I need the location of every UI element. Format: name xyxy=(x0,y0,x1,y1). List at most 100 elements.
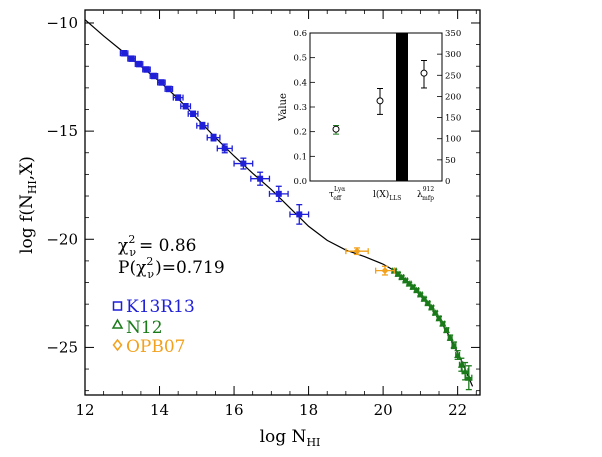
inset-category-sub: LLS xyxy=(389,195,401,202)
inset-left-tick-label: 0.2 xyxy=(293,128,307,138)
y-axis-label-tail: ,X) xyxy=(17,156,37,180)
data-point xyxy=(128,55,135,62)
inset-category-base: τ xyxy=(329,190,334,200)
data-point xyxy=(381,267,389,275)
legend-label-n12: N12 xyxy=(126,318,163,338)
data-series xyxy=(119,50,473,391)
y-tick-label: −20 xyxy=(46,230,78,248)
inset-category-label: λ912 mfp xyxy=(417,186,434,202)
data-point xyxy=(221,145,228,152)
data-point xyxy=(457,361,465,368)
data-point xyxy=(275,190,282,197)
x-tick-label: 12 xyxy=(75,401,94,419)
inset-right-tick-label: 0 xyxy=(445,177,450,187)
data-point xyxy=(257,175,264,182)
inset-y-label: Value xyxy=(278,93,289,122)
inset-left-tick-label: 0.6 xyxy=(293,29,307,39)
inset-left-axis: 0.00.10.20.30.40.50.6 xyxy=(293,29,315,187)
y-tick-label: −15 xyxy=(46,122,78,140)
x-tick-label: 22 xyxy=(448,401,467,419)
x-tick-label: 14 xyxy=(150,401,169,419)
y-axis-label: log f(NHI,X) xyxy=(17,156,39,254)
chi-sup: 2 xyxy=(128,233,135,246)
data-point xyxy=(442,326,450,334)
legend-marker-n12 xyxy=(111,318,124,329)
inset-plot-frame xyxy=(309,32,443,182)
inset-category-base: l(X) xyxy=(373,189,389,200)
inset-right-tick-label: 350 xyxy=(445,29,461,39)
legend-marker-k13r13 xyxy=(112,301,123,311)
p-chi-sup: 2 xyxy=(146,255,153,268)
p-chi-sub: ν xyxy=(147,268,154,281)
inset-left-tick-label: 0.4 xyxy=(293,78,307,88)
inset-category-base: λ xyxy=(417,190,423,200)
x-tick-label: 20 xyxy=(374,401,393,419)
legend-marker-opb07 xyxy=(112,338,123,352)
x-axis-label: log NHI xyxy=(260,427,321,449)
inset-plot: 0.00.10.20.30.40.50.6 050100150200250300… xyxy=(278,29,461,202)
data-point xyxy=(190,110,197,117)
data-point xyxy=(136,61,143,68)
p-prefix: P( xyxy=(118,258,136,278)
data-point xyxy=(143,66,150,73)
data-point xyxy=(353,247,361,255)
inset-left-tick-label: 0.3 xyxy=(293,103,307,113)
inset-point-1 xyxy=(376,88,384,115)
series-opb07 xyxy=(345,247,395,276)
p-close: ) xyxy=(155,258,162,278)
data-point xyxy=(446,334,454,341)
y-axis: −10 −15 −20 −25 xyxy=(46,14,480,392)
chi-symbol: χ xyxy=(118,236,128,256)
data-point xyxy=(121,50,128,57)
x-axis-label-sub: HI xyxy=(306,436,320,449)
data-point xyxy=(439,320,447,327)
data-point xyxy=(461,367,469,375)
inset-category-label: l(X)LLS xyxy=(373,189,401,202)
x-tick-label: 18 xyxy=(299,401,318,419)
inset-right-tick-label: 300 xyxy=(445,50,461,60)
data-point xyxy=(165,85,172,92)
data-point xyxy=(454,351,462,358)
inset-right-tick-label: 50 xyxy=(445,156,456,166)
x-tick-label: 16 xyxy=(225,401,244,419)
p-value: =0.719 xyxy=(162,258,225,278)
data-point xyxy=(158,79,165,86)
data-point xyxy=(150,72,157,79)
legend: K13R13 N12 OPB07 xyxy=(111,297,195,357)
chi-sub: ν xyxy=(129,246,136,259)
y-tick-label: −25 xyxy=(46,338,78,356)
inset-category-sub: eff xyxy=(333,195,342,202)
chi2-value: = 0.86 xyxy=(139,236,197,256)
inset-marker xyxy=(376,97,384,105)
series-n12 xyxy=(390,267,473,391)
inset-marker xyxy=(332,125,340,133)
inset-left-tick-label: 0.5 xyxy=(293,54,307,64)
inset-category-sub: mfp xyxy=(422,195,434,202)
inset-right-tick-label: 150 xyxy=(445,114,461,124)
data-point xyxy=(240,160,247,167)
p-chi-symbol: χ xyxy=(136,258,146,278)
data-point xyxy=(175,94,182,101)
data-point xyxy=(465,374,473,381)
inset-right-tick-label: 100 xyxy=(445,135,461,145)
data-point xyxy=(210,134,217,141)
data-point xyxy=(431,309,439,316)
data-point xyxy=(450,341,458,349)
inset-point-0 xyxy=(332,125,340,135)
data-point xyxy=(199,122,206,129)
inset-marker xyxy=(420,69,428,77)
y-tick-label: −10 xyxy=(46,14,78,32)
series-k13r13 xyxy=(119,50,310,225)
inset-right-tick-label: 200 xyxy=(445,92,461,102)
data-point xyxy=(182,103,189,110)
data-point xyxy=(296,211,303,218)
inset-category-sup: 912 xyxy=(423,186,435,193)
inset-points xyxy=(332,59,428,135)
inset-left-tick-label: 0.0 xyxy=(293,177,307,187)
main-plot-frame xyxy=(84,9,481,396)
